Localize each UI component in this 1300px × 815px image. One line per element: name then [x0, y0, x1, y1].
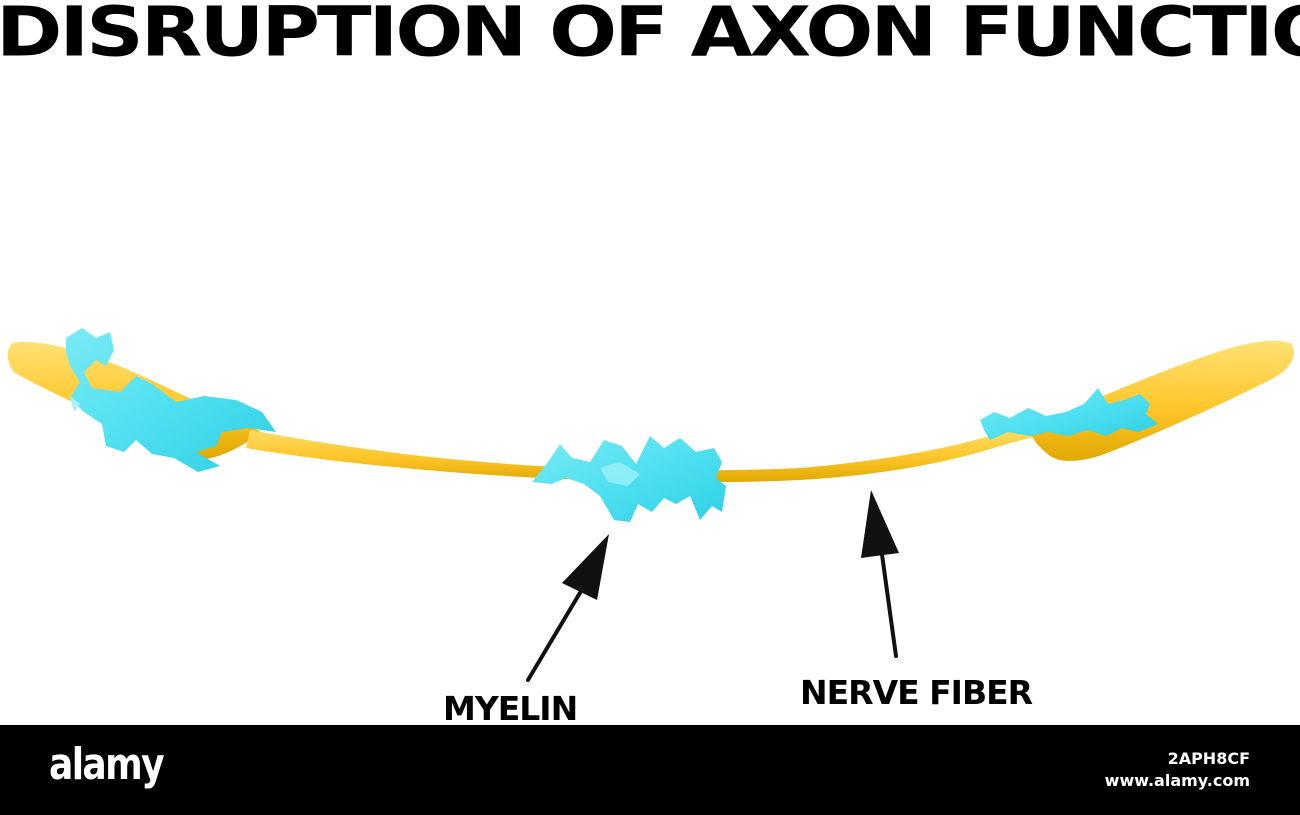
- myelin-label: MYELIN: [443, 689, 578, 728]
- myelin-arrow: [526, 534, 609, 682]
- watermark-image-id: 2APH8CF: [1167, 749, 1250, 768]
- nerve-fiber-label: NERVE FIBER: [800, 673, 1033, 712]
- nerve-fiber-right-end: [1030, 340, 1294, 461]
- watermark-site: www.alamy.com: [1104, 771, 1250, 790]
- watermark-brand: alamy: [49, 739, 165, 790]
- watermark-footer: alamy 2APH8CF www.alamy.com: [0, 725, 1300, 815]
- myelin-fragment-left: [66, 328, 276, 472]
- nerve-fiber-arrow: [861, 490, 899, 658]
- myelin-fragment-left-shard: [70, 396, 80, 412]
- myelin-fragment-center-highlight: [600, 462, 640, 486]
- myelin-fragment-right: [980, 388, 1158, 440]
- diagram-title: DISRUPTION OF AXON FUNCTION: [0, 0, 1300, 72]
- nerve-fiber-strand: [246, 424, 1044, 483]
